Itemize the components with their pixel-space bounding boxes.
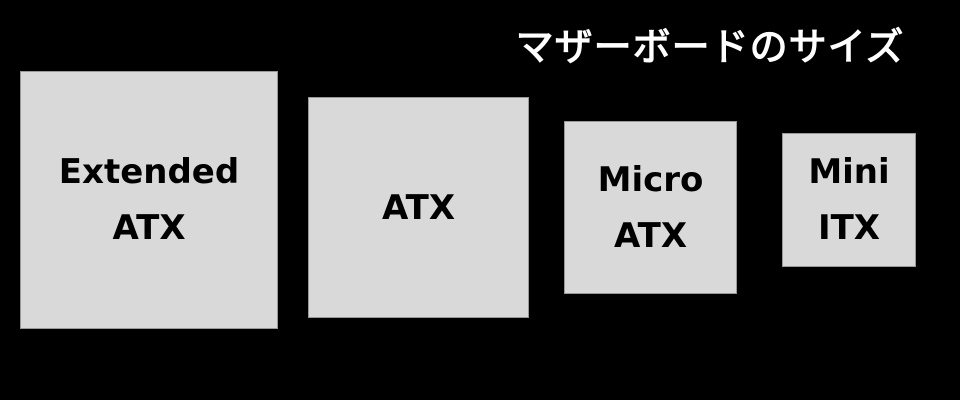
- board-atx: ATX: [308, 97, 529, 318]
- board-label: ITX: [817, 208, 881, 248]
- board-mini-itx: Mini ITX: [782, 133, 916, 267]
- board-micro-atx: Micro ATX: [564, 121, 737, 294]
- board-label: ATX: [112, 208, 186, 248]
- board-label: Micro: [597, 159, 704, 200]
- board-label: ATX: [613, 215, 688, 256]
- board-label: Mini: [808, 152, 890, 192]
- board-label: Extended: [58, 152, 240, 192]
- diagram-title: マザーボードのサイズ: [515, 25, 905, 69]
- board-extended-atx: Extended ATX: [20, 71, 278, 329]
- board-label: ATX: [381, 187, 456, 228]
